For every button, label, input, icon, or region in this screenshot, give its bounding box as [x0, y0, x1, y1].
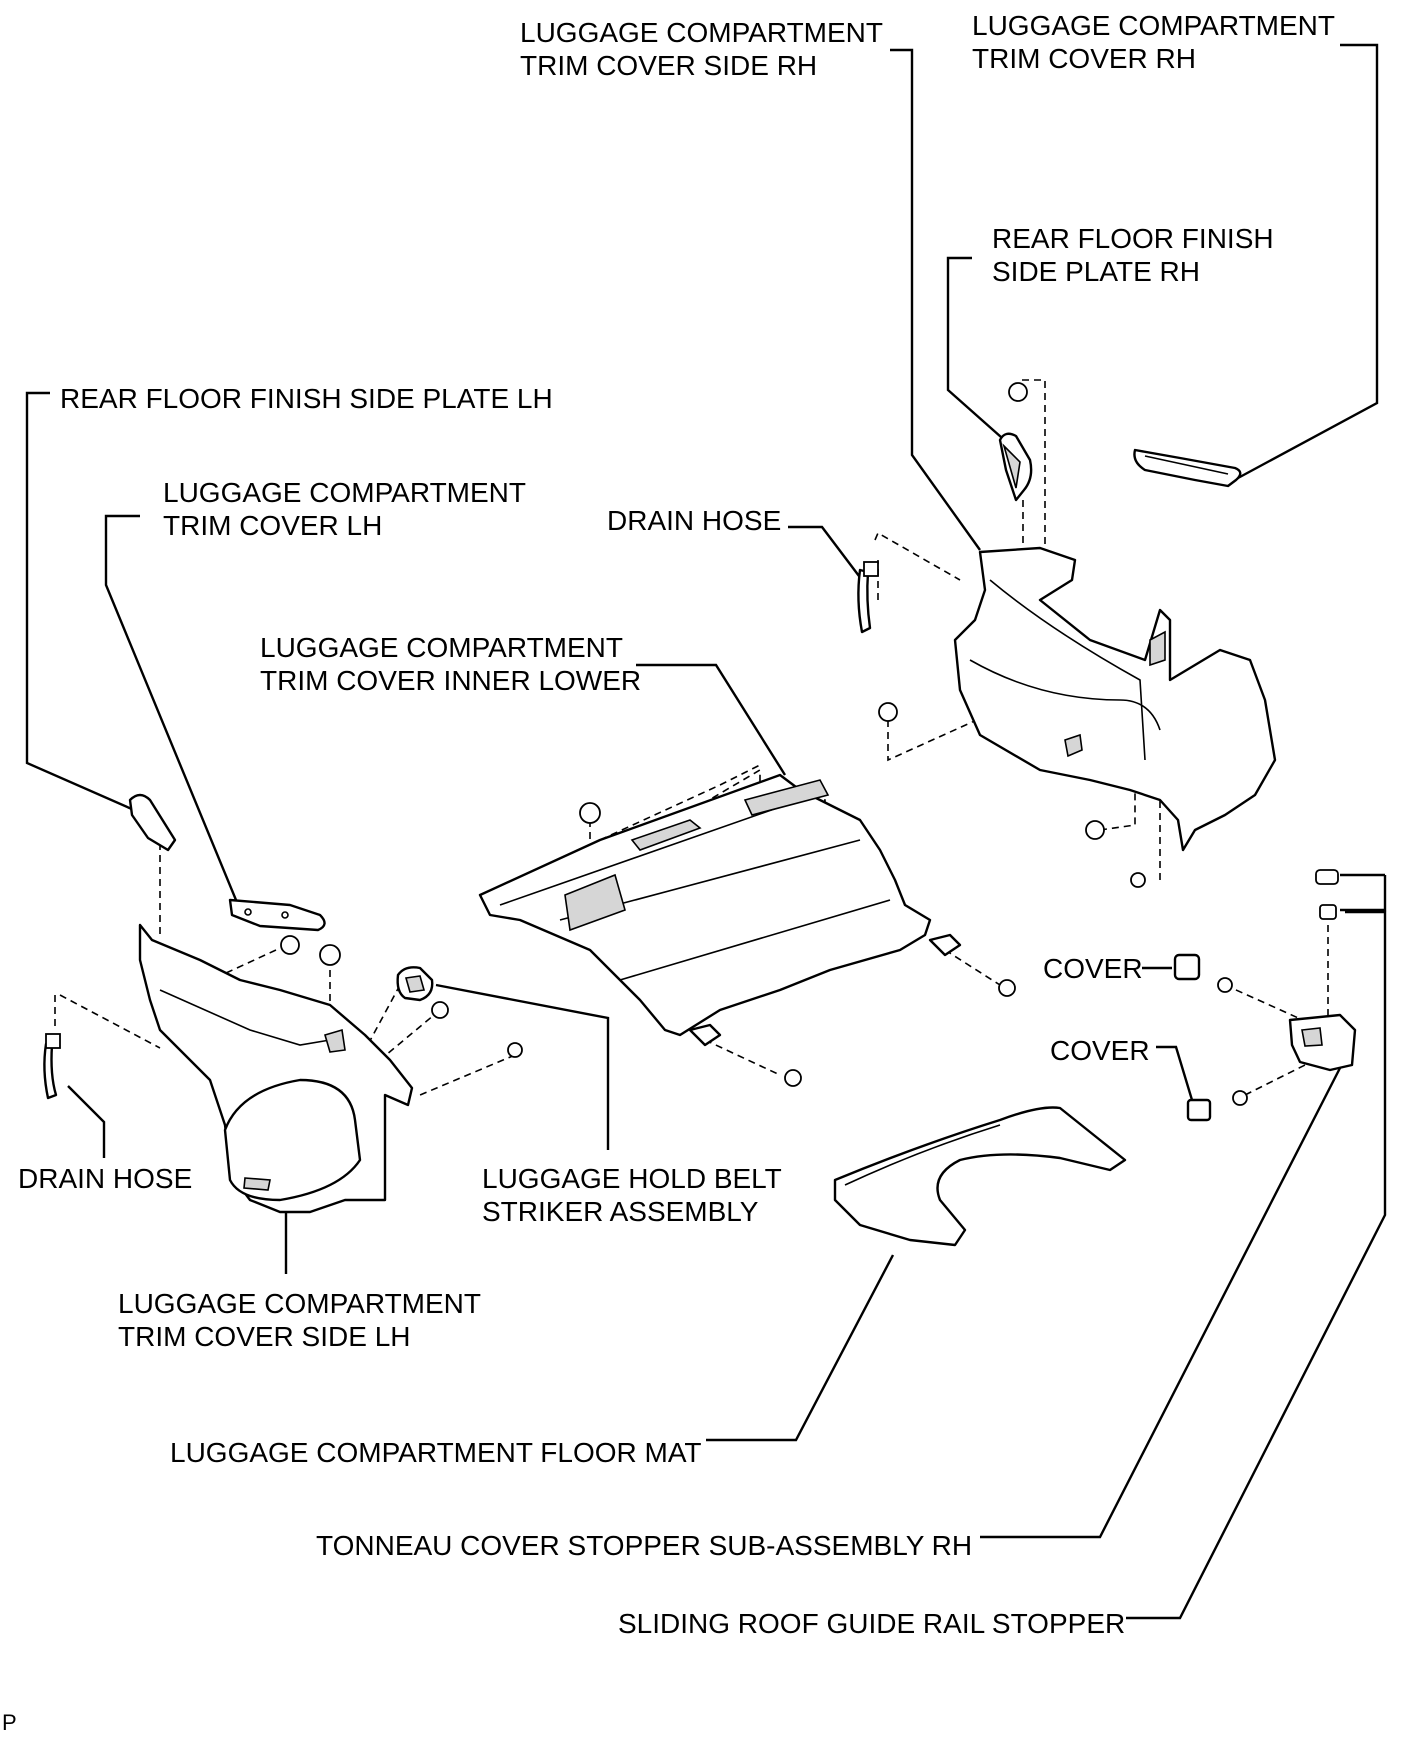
label-tonneau-stopper: TONNEAU COVER STOPPER SUB-ASSEMBLY RH — [316, 1530, 972, 1561]
part-trim-cover-lh — [228, 898, 326, 932]
label-rear-floor-plate-lh: REAR FLOOR FINISH SIDE PLATE LH — [60, 383, 553, 414]
part-trim-cover-rh — [1133, 448, 1242, 488]
leader-trim-cover-lh — [104, 514, 238, 901]
dash-drain-hose-rh — [874, 531, 961, 581]
label-line: TRIM COVER SIDE LH — [118, 1321, 410, 1352]
label-line: TRIM COVER SIDE RH — [520, 50, 817, 81]
label-cover-upper: COVER — [1043, 953, 1143, 984]
dash-lh-bolt — [379, 1009, 441, 1061]
part-drain-hose-rh — [857, 561, 879, 634]
leader-trim-cover-rh — [1237, 43, 1379, 480]
dash-striker-rh — [944, 949, 1001, 986]
label-line: DRAIN HOSE — [607, 505, 781, 536]
label-line: SIDE PLATE RH — [992, 256, 1200, 287]
label-drain-hose-lh: DRAIN HOSE — [18, 1163, 192, 1194]
label-hold-belt-striker: LUGGAGE HOLD BELT STRIKER ASSEMBLY — [482, 1163, 789, 1227]
label-line: STRIKER ASSEMBLY — [482, 1196, 759, 1227]
label-line: LUGGAGE COMPARTMENT — [163, 477, 526, 508]
part-rear-floor-plate-lh — [128, 793, 177, 852]
label-line: TRIM COVER LH — [163, 510, 382, 541]
part-floor-mat — [833, 1106, 1127, 1247]
label-trim-cover-rh: LUGGAGE COMPARTMENT TRIM COVER RH — [972, 10, 1342, 74]
part-cover-lower — [1186, 1098, 1212, 1122]
fasteners — [280, 382, 1339, 1106]
leader-hold-belt-striker — [435, 983, 610, 1150]
part-hold-belt-striker-lh — [396, 966, 434, 1002]
label-trim-cover-inner-lower: LUGGAGE COMPARTMENT TRIM COVER INNER LOW… — [260, 632, 641, 696]
dash-tonneau-3 — [1244, 1059, 1316, 1096]
label-cover-lower: COVER — [1050, 1035, 1150, 1066]
label-line: LUGGAGE COMPARTMENT — [520, 17, 883, 48]
label-line: TONNEAU COVER STOPPER SUB-ASSEMBLY RH — [316, 1530, 972, 1561]
leader-floor-mat — [706, 1254, 895, 1442]
part-drain-hose-lh — [43, 1033, 61, 1100]
dash-striker-mid — [704, 1039, 781, 1076]
label-line: LUGGAGE COMPARTMENT — [118, 1288, 481, 1319]
leader-guide-rail-stopper-branch — [1340, 875, 1387, 912]
label-drain-hose-rh: DRAIN HOSE — [607, 505, 781, 536]
label-trim-cover-side-rh: LUGGAGE COMPARTMENT TRIM COVER SIDE RH — [520, 17, 890, 81]
leader-trim-cover-inner-lower — [636, 663, 787, 776]
label-line: LUGGAGE COMPARTMENT FLOOR MAT — [170, 1437, 702, 1468]
label-line: REAR FLOOR FINISH — [992, 223, 1274, 254]
dash-lh-hose-2 — [59, 994, 161, 1049]
label-line: COVER — [1050, 1035, 1150, 1066]
leader-drain-hose-lh — [67, 1085, 106, 1158]
label-rear-floor-plate-rh: REAR FLOOR FINISH SIDE PLATE RH — [992, 223, 1281, 287]
dash-clip-rh — [887, 704, 1011, 762]
figure-code: P — [2, 1710, 17, 1734]
leader-trim-cover-side-rh — [890, 48, 981, 551]
label-floor-mat: LUGGAGE COMPARTMENT FLOOR MAT — [170, 1437, 702, 1468]
label-line: TRIM COVER INNER LOWER — [260, 665, 641, 696]
leader-guide-rail-stopper — [1126, 910, 1387, 1620]
label-line: TRIM COVER RH — [972, 43, 1196, 74]
leader-rear-floor-plate-rh — [946, 256, 1011, 446]
callout-labels: LUGGAGE COMPARTMENT TRIM COVER SIDE RH L… — [2, 10, 1342, 1735]
label-line: LUGGAGE COMPARTMENT — [260, 632, 623, 663]
figure-code-text: P — [2, 1710, 17, 1734]
leader-tonneau-stopper — [980, 1067, 1342, 1539]
leader-lines — [25, 43, 1387, 1620]
dash-plate-rh — [1022, 379, 1046, 580]
label-trim-cover-side-lh: LUGGAGE COMPARTMENT TRIM COVER SIDE LH — [118, 1288, 488, 1352]
part-rear-floor-plate-rh — [998, 432, 1033, 502]
dash-inner-lower-2 — [599, 764, 761, 841]
dash-tonneau — [1224, 984, 1326, 1031]
label-line: SLIDING ROOF GUIDE RAIL STOPPER — [618, 1608, 1125, 1639]
dash-lh-nut — [419, 1054, 516, 1096]
part-striker-rh-bracket — [688, 933, 962, 1047]
part-trim-cover-side-rh — [953, 546, 1277, 852]
leader-cover-lower — [1156, 1045, 1194, 1101]
label-line: LUGGAGE COMPARTMENT — [972, 10, 1335, 41]
label-line: LUGGAGE HOLD BELT — [482, 1163, 782, 1194]
label-trim-cover-lh: LUGGAGE COMPARTMENT TRIM COVER LH — [163, 477, 533, 541]
part-trim-cover-side-lh — [138, 923, 414, 1214]
leader-rear-floor-plate-lh — [25, 391, 135, 812]
label-line: COVER — [1043, 953, 1143, 984]
label-guide-rail-stopper: SLIDING ROOF GUIDE RAIL STOPPER — [618, 1608, 1125, 1639]
label-line: REAR FLOOR FINISH SIDE PLATE LH — [60, 383, 553, 414]
part-cover-upper — [1173, 953, 1201, 981]
leader-drain-hose-rh — [788, 525, 863, 581]
label-line: DRAIN HOSE — [18, 1163, 192, 1194]
part-tonneau-stopper — [1288, 1013, 1357, 1072]
dash-lh-clip-1 — [199, 949, 277, 986]
part-trim-cover-inner-lower — [478, 773, 932, 1037]
